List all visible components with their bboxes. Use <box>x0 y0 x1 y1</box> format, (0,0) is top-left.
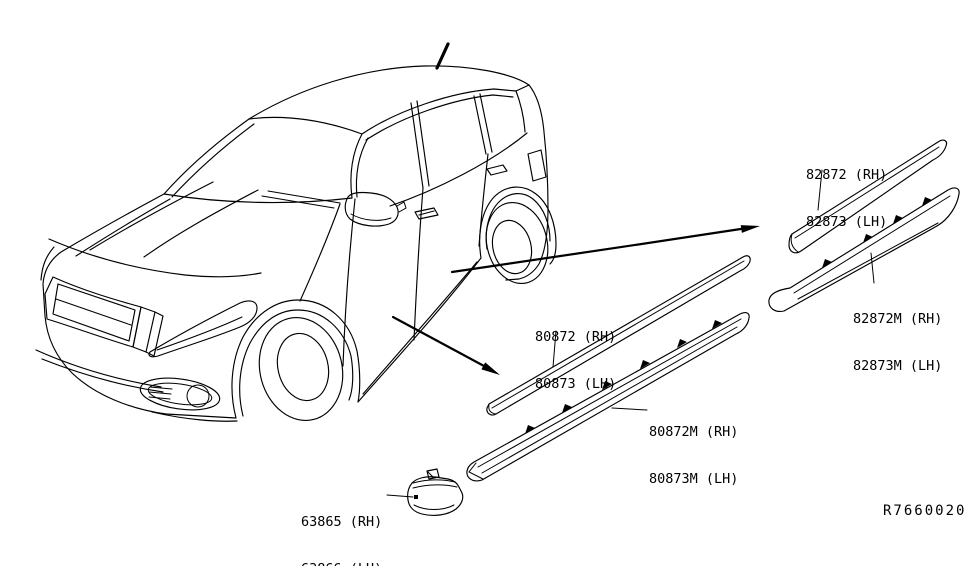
part-label-rear-sill-moulding: 82872M (RH) 82873M (LH) <box>853 281 942 405</box>
part-number-line: 82872 (RH) <box>806 167 888 183</box>
part-label-front-sill-moulding: 80872M (RH) 80873M (LH) <box>649 394 738 518</box>
part-rear-sill-moulding <box>769 188 959 312</box>
pointer-arrow-front <box>393 317 500 375</box>
part-number-line: 82873 (LH) <box>806 213 888 230</box>
part-rear-door-moulding <box>789 140 947 253</box>
rear-wheel <box>478 194 556 290</box>
part-number-line: 82872M (RH) <box>853 311 943 327</box>
part-front-protector <box>408 469 463 515</box>
headlight <box>149 301 257 357</box>
part-label-rear-door-moulding: 82872 (RH) 82873 (LH) <box>806 137 887 261</box>
grille <box>45 277 163 356</box>
diagram-reference-code: R7660020 <box>883 503 967 519</box>
vehicle-illustration <box>36 44 556 429</box>
part-front-sill-moulding <box>467 313 749 481</box>
front-wheel <box>240 309 354 430</box>
part-number-line: 80873 (LH) <box>535 375 617 392</box>
front-door-handle <box>415 208 438 219</box>
side-mirror <box>345 192 406 226</box>
antenna-icon <box>437 44 448 68</box>
tail-lamp <box>528 150 546 181</box>
part-front-door-moulding <box>487 256 750 415</box>
part-number-line: 80873M (LH) <box>649 470 739 487</box>
part-label-front-door-moulding: 80872 (RH) 80873 (LH) <box>535 299 616 423</box>
part-number-line: 82873M (LH) <box>853 357 943 374</box>
part-label-front-protector: 63865 (RH) 63866 (LH) <box>301 484 382 566</box>
leader-lines <box>387 170 874 497</box>
part-number-line: 63865 (RH) <box>301 514 383 530</box>
fog-lamp <box>138 374 221 415</box>
part-number-line: 80872 (RH) <box>535 329 617 345</box>
part-number-line: 80872M (RH) <box>649 424 739 440</box>
part-number-line: 63866 (LH) <box>301 561 382 566</box>
rear-door-handle <box>487 165 507 175</box>
pointer-arrow-rear <box>452 225 760 272</box>
